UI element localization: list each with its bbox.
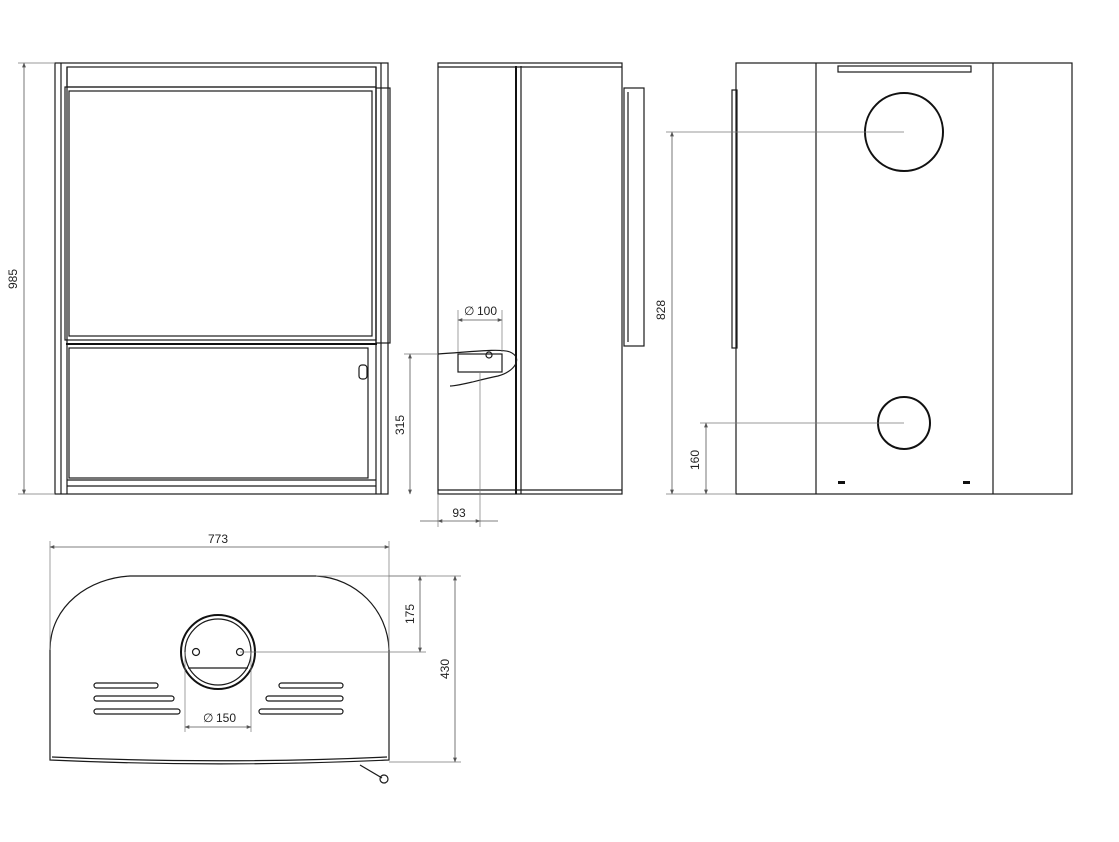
top-view bbox=[49, 575, 390, 784]
rear-view bbox=[731, 62, 1073, 495]
duct-diameter-symbol: ∅ bbox=[464, 304, 474, 318]
flue-diameter-symbol: ∅ bbox=[203, 711, 213, 725]
rear-lower-dimension: 160 bbox=[688, 422, 904, 495]
rear-upper-dimension: 828 bbox=[654, 131, 904, 495]
duct-offset-dimension: 93 bbox=[420, 372, 498, 527]
duct-diameter-label: 100 bbox=[477, 304, 497, 318]
flue-offset-label: 175 bbox=[403, 604, 417, 624]
front-view bbox=[54, 62, 391, 495]
duct-height-label: 315 bbox=[393, 415, 407, 435]
height-dimension: 985 bbox=[6, 62, 55, 495]
duct-diameter-dimension: ∅ 100 bbox=[457, 304, 503, 352]
width-dimension: 773 bbox=[49, 532, 390, 650]
rear-upper-label: 828 bbox=[654, 300, 668, 320]
flue-diameter-dimension: ∅ 150 bbox=[184, 652, 252, 732]
height-label: 985 bbox=[6, 269, 20, 289]
duct-offset-label: 93 bbox=[452, 506, 466, 520]
flue-offset-dimension: 175 bbox=[240, 575, 426, 653]
depth-dimension: 430 bbox=[389, 575, 461, 763]
rear-lower-label: 160 bbox=[688, 450, 702, 470]
side-view bbox=[437, 62, 645, 495]
width-label: 773 bbox=[208, 532, 228, 546]
flue-diameter-label: 150 bbox=[216, 711, 236, 725]
duct-height-dimension: 315 bbox=[393, 353, 438, 495]
depth-label: 430 bbox=[438, 659, 452, 679]
